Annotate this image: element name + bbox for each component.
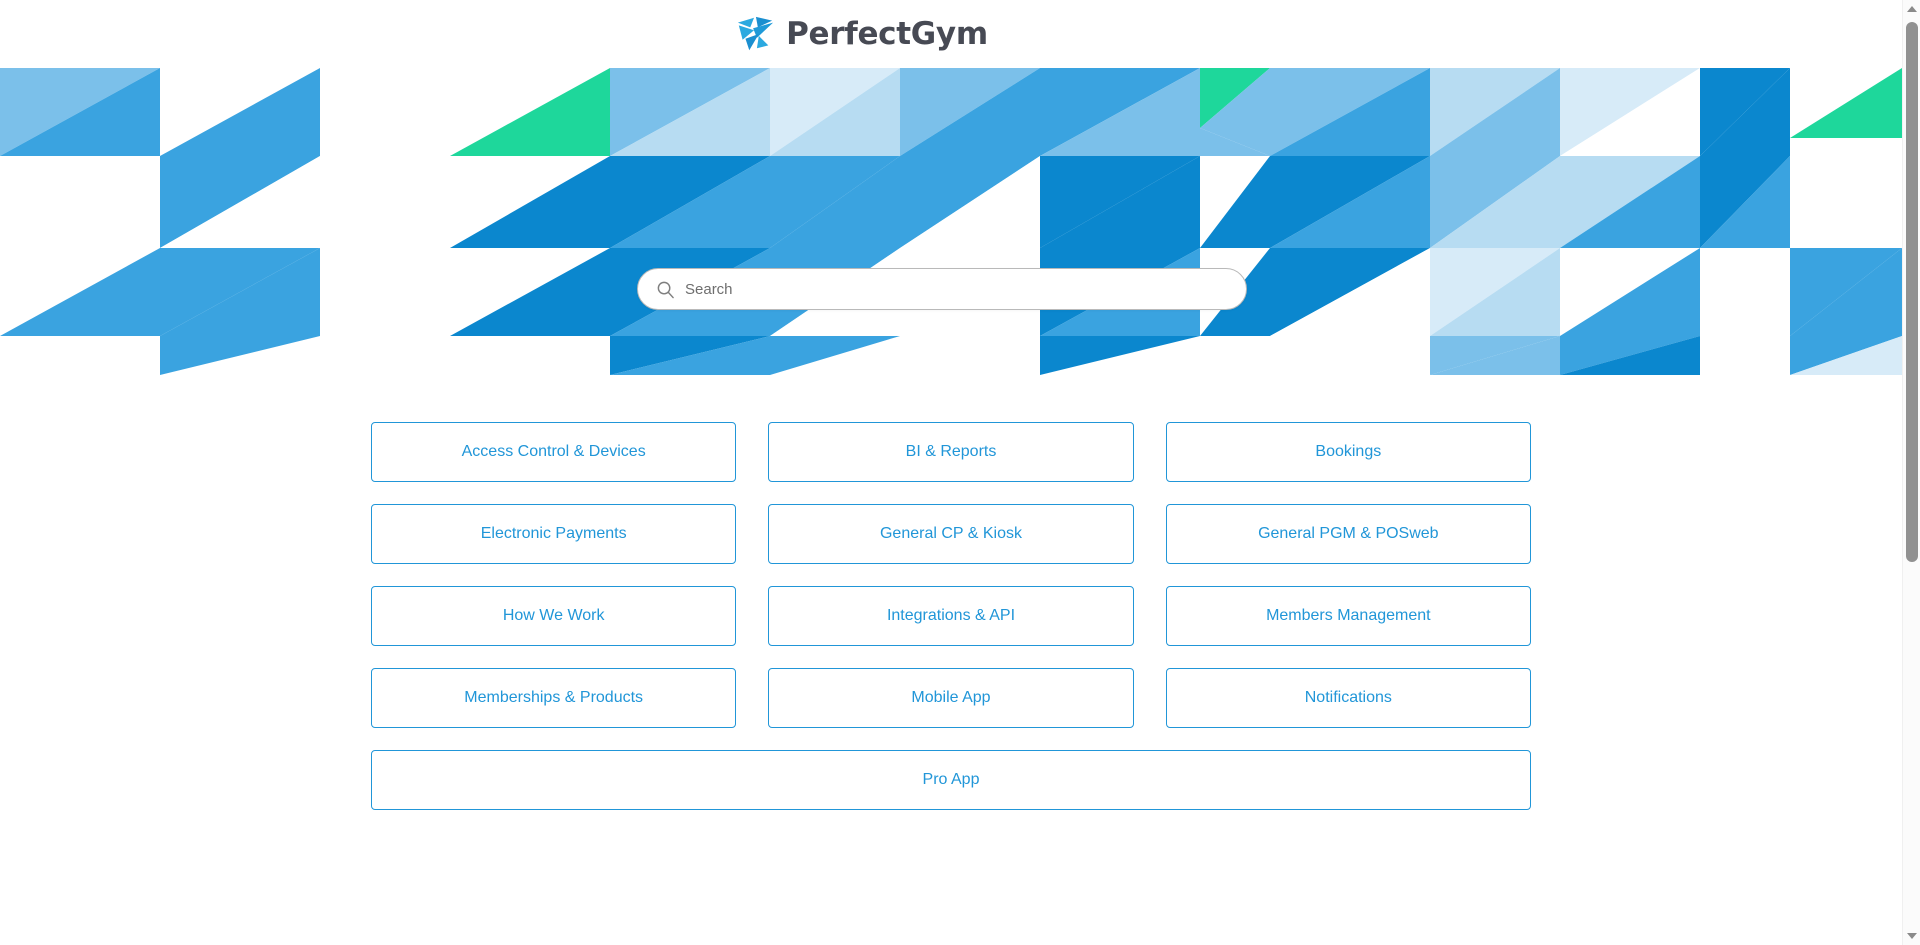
category-card-pro-app[interactable]: Pro App	[371, 750, 1531, 810]
category-card-general-pgm-posweb[interactable]: General PGM & POSweb	[1165, 504, 1531, 564]
category-card-members-management[interactable]: Members Management	[1165, 586, 1531, 646]
scrollbar-thumb[interactable]	[1906, 22, 1918, 562]
category-row: Access Control & Devices BI & Reports Bo…	[371, 422, 1531, 482]
search-input[interactable]	[685, 269, 1228, 309]
perfectgym-star-icon	[734, 14, 776, 54]
hero-banner	[0, 68, 1902, 375]
category-card-electronic-payments[interactable]: Electronic Payments	[371, 504, 737, 564]
category-row: How We Work Integrations & API Members M…	[371, 586, 1531, 646]
scroll-down-arrow-icon[interactable]	[1903, 927, 1920, 945]
category-grid: Access Control & Devices BI & Reports Bo…	[371, 422, 1531, 810]
category-card-integrations-api[interactable]: Integrations & API	[768, 586, 1134, 646]
vertical-scrollbar[interactable]	[1902, 0, 1920, 945]
category-card-bi-reports[interactable]: BI & Reports	[768, 422, 1134, 482]
category-card-mobile-app[interactable]: Mobile App	[768, 668, 1134, 728]
category-card-general-cp-kiosk[interactable]: General CP & Kiosk	[768, 504, 1134, 564]
category-card-access-control-devices[interactable]: Access Control & Devices	[371, 422, 737, 482]
category-row: Pro App	[371, 750, 1531, 810]
brand-name: PerfectGym	[786, 15, 988, 52]
search-box[interactable]	[637, 268, 1247, 310]
hero-triangle-pattern	[0, 68, 1902, 375]
category-card-bookings[interactable]: Bookings	[1165, 422, 1531, 482]
category-card-memberships-products[interactable]: Memberships & Products	[371, 668, 737, 728]
site-header: PerfectGym	[0, 0, 1902, 68]
category-row: Memberships & Products Mobile App Notifi…	[371, 668, 1531, 728]
hero-search-container	[637, 268, 1247, 310]
brand-logo-link[interactable]: PerfectGym	[734, 14, 988, 54]
scroll-up-arrow-icon[interactable]	[1903, 0, 1920, 18]
category-card-notifications[interactable]: Notifications	[1165, 668, 1531, 728]
category-row: Electronic Payments General CP & Kiosk G…	[371, 504, 1531, 564]
category-card-how-we-work[interactable]: How We Work	[371, 586, 737, 646]
search-icon	[656, 280, 675, 299]
